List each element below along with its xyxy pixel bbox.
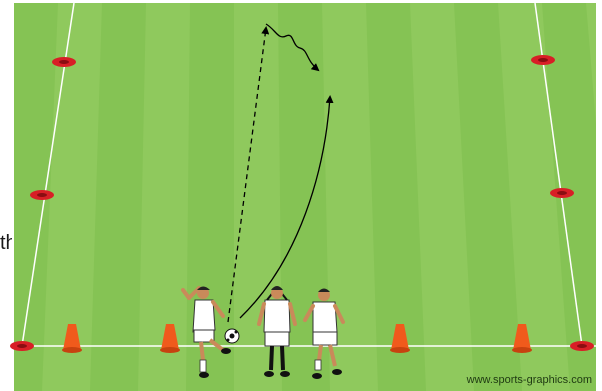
marker-disc: [531, 55, 555, 65]
marker-disc: [10, 341, 34, 351]
marker-disc: [52, 57, 76, 67]
marker-disc: [570, 341, 594, 351]
stray-text-fragment: th: [0, 232, 12, 255]
watermark: www.sports-graphics.com: [467, 374, 592, 386]
pitch: [0, 3, 602, 391]
marker-disc: [550, 188, 574, 198]
marker-disc: [30, 190, 54, 200]
ball: [225, 329, 239, 343]
